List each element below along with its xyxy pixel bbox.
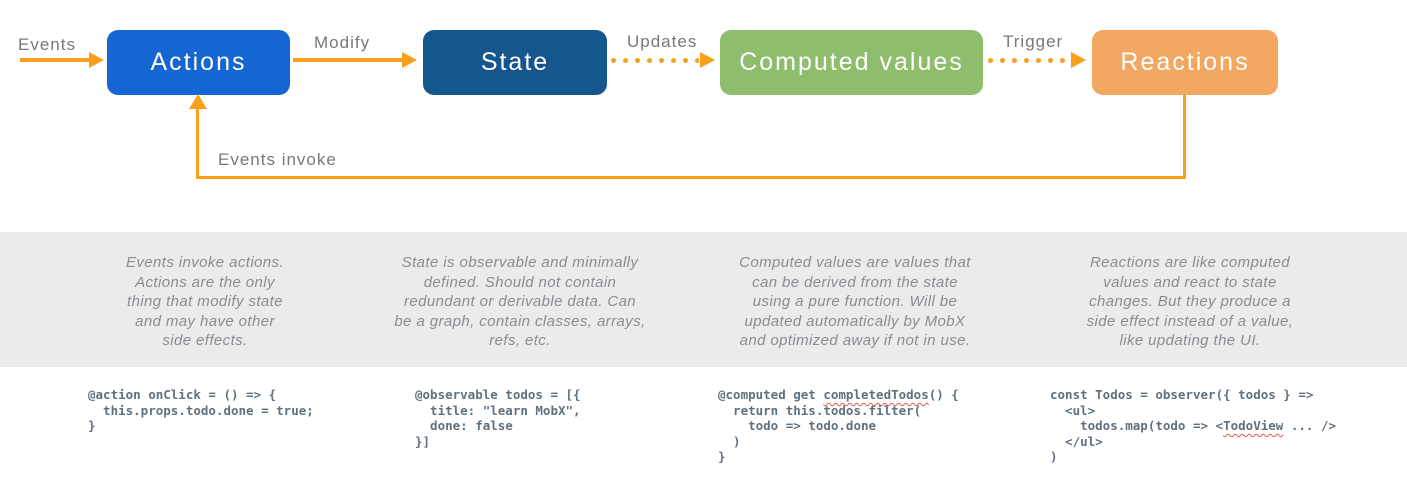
text-line: todos.map(todo => <TodoView ... /> — [1050, 418, 1336, 433]
arrow-events-to-actions-head-icon — [89, 52, 104, 68]
node-computed-values: Computed values — [720, 30, 983, 95]
text-line: } — [88, 418, 96, 433]
node-state-label: State — [480, 48, 550, 76]
text-line: Reactions are like computed — [1089, 254, 1291, 271]
text-line: return this.todos.filter( — [718, 402, 922, 418]
text-line: ) — [718, 433, 741, 449]
text-line: can be derived from the state — [752, 273, 958, 291]
feedback-arrow-head-icon — [189, 94, 207, 109]
code-sample-computed: @computed get completedTodos() { return … — [718, 387, 959, 465]
text-line: defined. Should not contain — [423, 273, 617, 291]
text-line: const Todos = observer({ todos } => — [1050, 387, 1314, 402]
text-line: <ul> — [1050, 402, 1096, 418]
text-line: refs, etc. — [489, 332, 551, 349]
edge-label-updates: Updates — [627, 32, 698, 51]
text-line: ) — [1050, 449, 1058, 464]
arrow-actions-to-state-line — [293, 58, 403, 62]
text-line: changes. But they produce a — [1089, 293, 1291, 310]
misspelled-word: TodoView — [1223, 418, 1284, 433]
text-line: and optimized away if not in use. — [739, 332, 971, 349]
text-line: title: "learn MobX", — [415, 402, 581, 418]
text-line: } — [718, 449, 726, 464]
feedback-line-vertical-right — [1183, 95, 1186, 179]
description-reactions: Reactions are like computed values and re… — [1025, 253, 1355, 351]
text-line: using a pure function. Will be — [752, 293, 958, 310]
feedback-line-horizontal — [196, 176, 1186, 179]
text-line: this.props.todo.done = true; — [88, 402, 314, 418]
text-line: thing that modify state — [127, 293, 283, 310]
arrow-state-to-computed-dotted-line — [611, 58, 699, 63]
node-actions-label: Actions — [150, 48, 247, 76]
text-line: </ul> — [1050, 433, 1103, 449]
code-sample-observer: const Todos = observer({ todos } => <ul>… — [1050, 387, 1336, 465]
arrow-computed-to-reactions-head-icon — [1071, 52, 1086, 68]
text-line: and may have other — [135, 312, 275, 330]
edge-label-events-invoke: Events invoke — [218, 150, 337, 169]
text-line: State is observable and minimally — [401, 254, 639, 271]
node-state: State — [423, 30, 607, 95]
arrow-events-to-actions-line — [20, 58, 90, 62]
text-line: todo => todo.done — [718, 418, 877, 433]
text-line: Events invoke actions. — [125, 254, 285, 271]
node-reactions: Reactions — [1092, 30, 1278, 95]
text-line: like updating the UI. — [1119, 332, 1261, 349]
text-line: done: false — [415, 418, 513, 433]
text-line: redundant or derivable data. Can — [403, 293, 637, 310]
feedback-line-vertical-left — [196, 107, 199, 178]
arrow-state-to-computed-head-icon — [700, 52, 715, 68]
text-line: Computed values are values that — [739, 254, 971, 271]
text-line: }] — [415, 433, 431, 449]
text-line: values and react to state — [1103, 273, 1277, 291]
edge-label-modify: Modify — [314, 33, 371, 52]
text-line: updated automatically by MobX — [744, 312, 966, 330]
misspelled-word: completedTodos — [823, 387, 929, 402]
text-line: be a graph, contain classes, arrays, — [394, 312, 646, 330]
description-computed-values: Computed values are values that can be de… — [690, 253, 1020, 351]
text-line: @observable todos = [{ — [415, 387, 581, 402]
edge-label-trigger: Trigger — [1003, 32, 1064, 51]
description-actions: Events invoke actions. Actions are the on… — [40, 253, 370, 351]
node-actions: Actions — [107, 30, 290, 95]
description-state: State is observable and minimally defined… — [355, 253, 685, 351]
text-line: @action onClick = () => { — [88, 387, 277, 402]
description-band: Events invoke actions. Actions are the on… — [0, 232, 1407, 367]
code-sample-action: @action onClick = () => { this.props.tod… — [88, 387, 314, 434]
edge-label-events: Events — [18, 35, 76, 54]
arrow-computed-to-reactions-dotted-line — [988, 58, 1070, 63]
text-line: Actions are the only — [135, 273, 275, 291]
code-sample-observable: @observable todos = [{ title: "learn Mob… — [415, 387, 581, 449]
text-line: @computed get completedTodos() { — [718, 387, 959, 402]
node-computed-values-label: Computed values — [739, 48, 964, 76]
arrow-actions-to-state-head-icon — [402, 52, 417, 68]
text-line: side effect instead of a value, — [1086, 312, 1294, 330]
text-line: side effects. — [162, 332, 248, 349]
node-reactions-label: Reactions — [1120, 48, 1250, 76]
